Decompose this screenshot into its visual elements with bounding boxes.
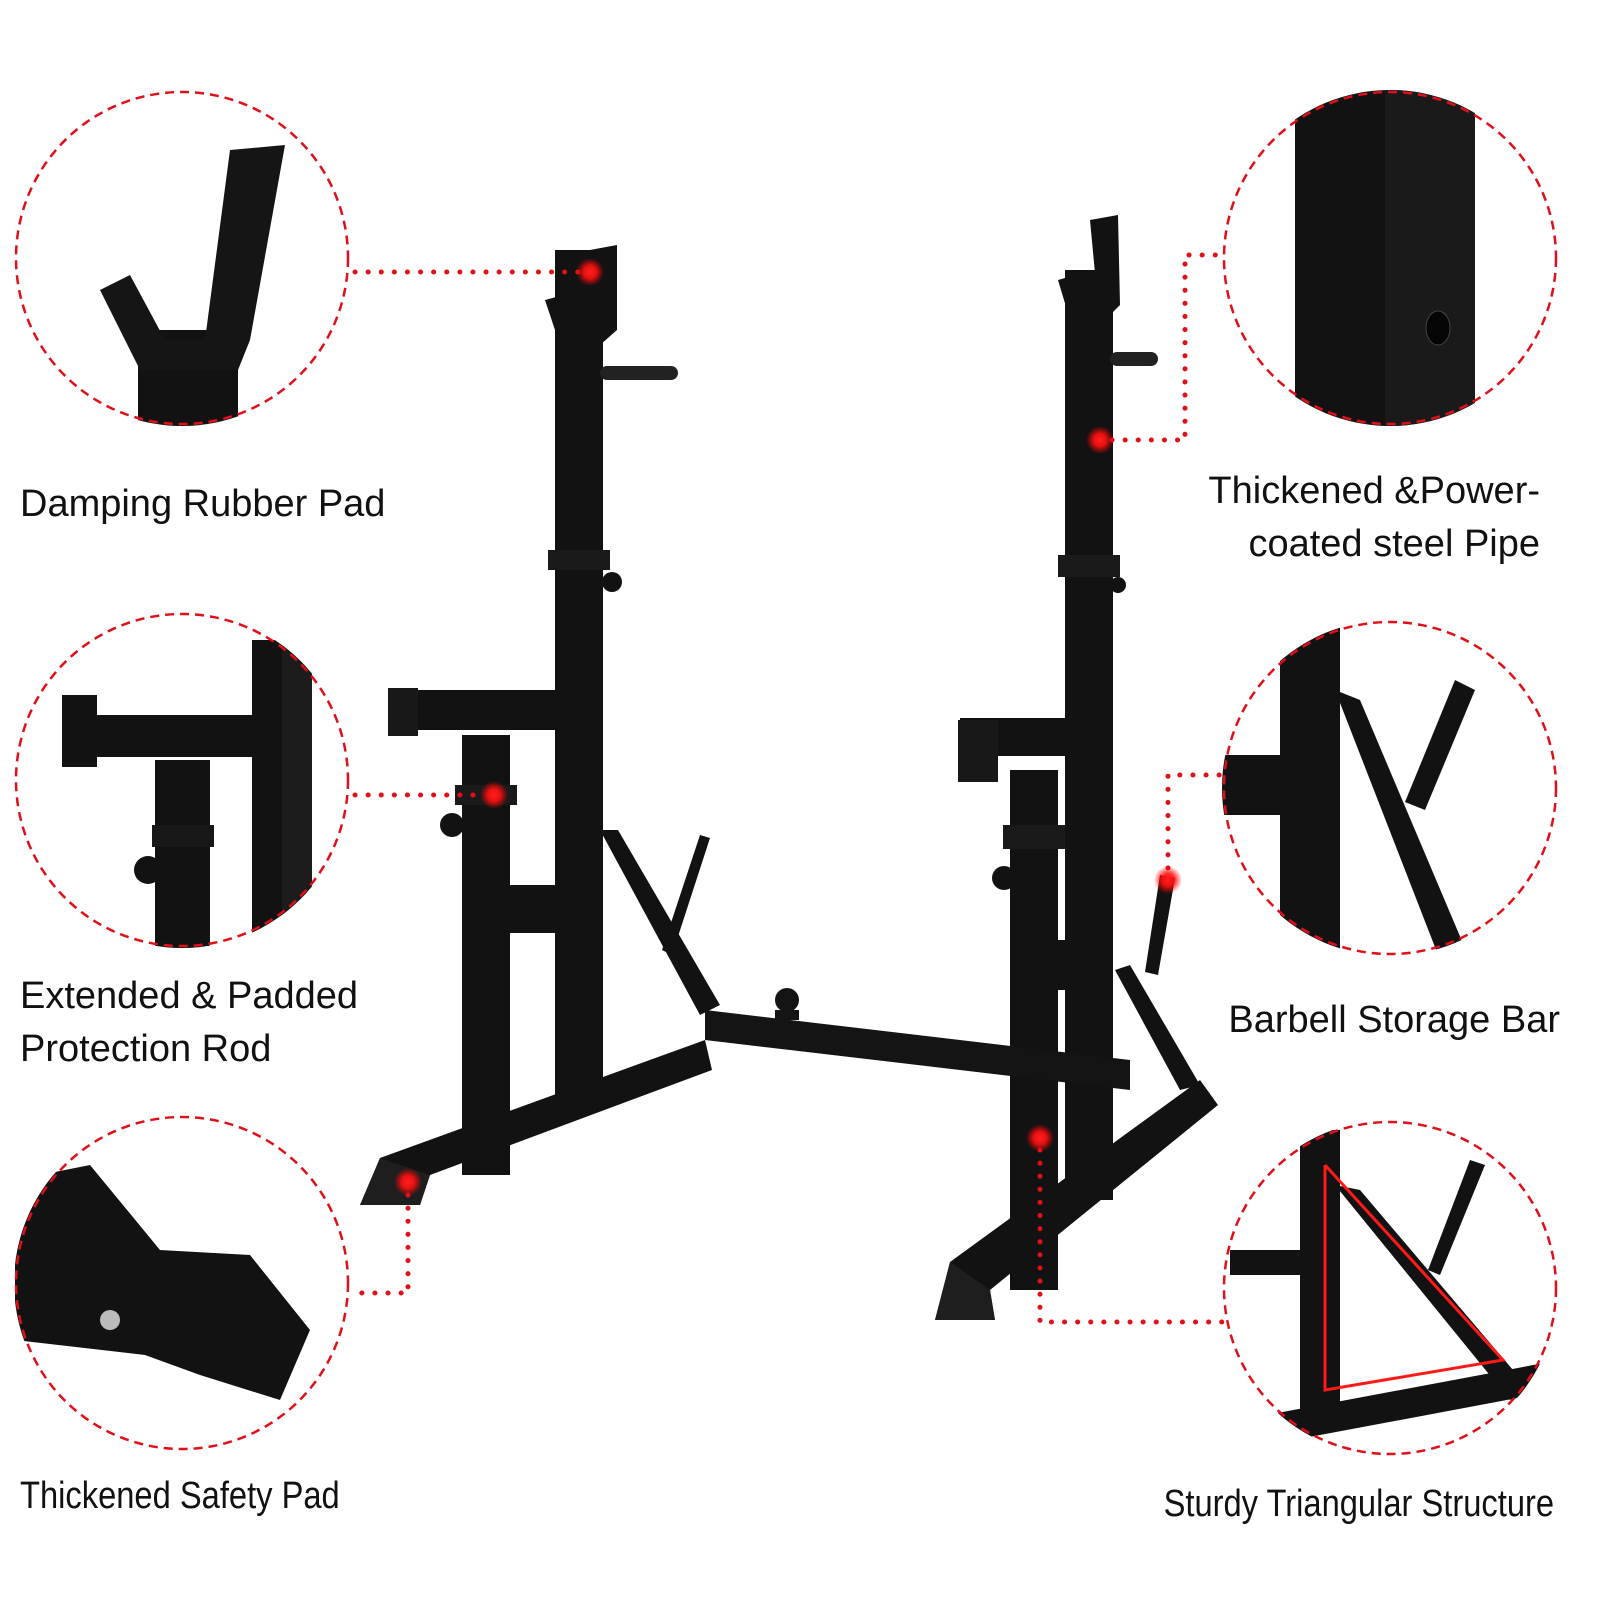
detail-circle-triangular-structure (1230, 1130, 1558, 1450)
triangle-highlight (1323, 1163, 1506, 1392)
connecting-base-bar (705, 988, 1130, 1090)
squat-rack-left-stand (360, 245, 720, 1205)
highlight-markers (394, 258, 1182, 1196)
callout-label-damping-rubber-pad: Damping Rubber Pad (20, 483, 386, 525)
callout-label-triangular-structure: Sturdy Triangular Structure (1163, 1483, 1554, 1525)
detail-circle-barbell-storage-bar (1222, 620, 1475, 956)
callout-label-protection-rod: Extended & Padded Protection Rod (20, 975, 359, 1070)
detail-circle-damping-rubber-pad (100, 145, 285, 426)
detail-circle-steel-pipe (1295, 90, 1475, 426)
squat-rack-right-stand (935, 215, 1218, 1320)
detail-circle-protection-rod (62, 640, 312, 948)
callout-label-steel-pipe: Thickened &Power- coated steel Pipe (1208, 470, 1540, 565)
connector-lines (352, 252, 1225, 1325)
callout-label-barbell-storage-bar: Barbell Storage Bar (1228, 999, 1560, 1041)
callout-label-safety-pad: Thickened Safety Pad (20, 1475, 340, 1517)
detail-circle-safety-pad (15, 1165, 310, 1400)
